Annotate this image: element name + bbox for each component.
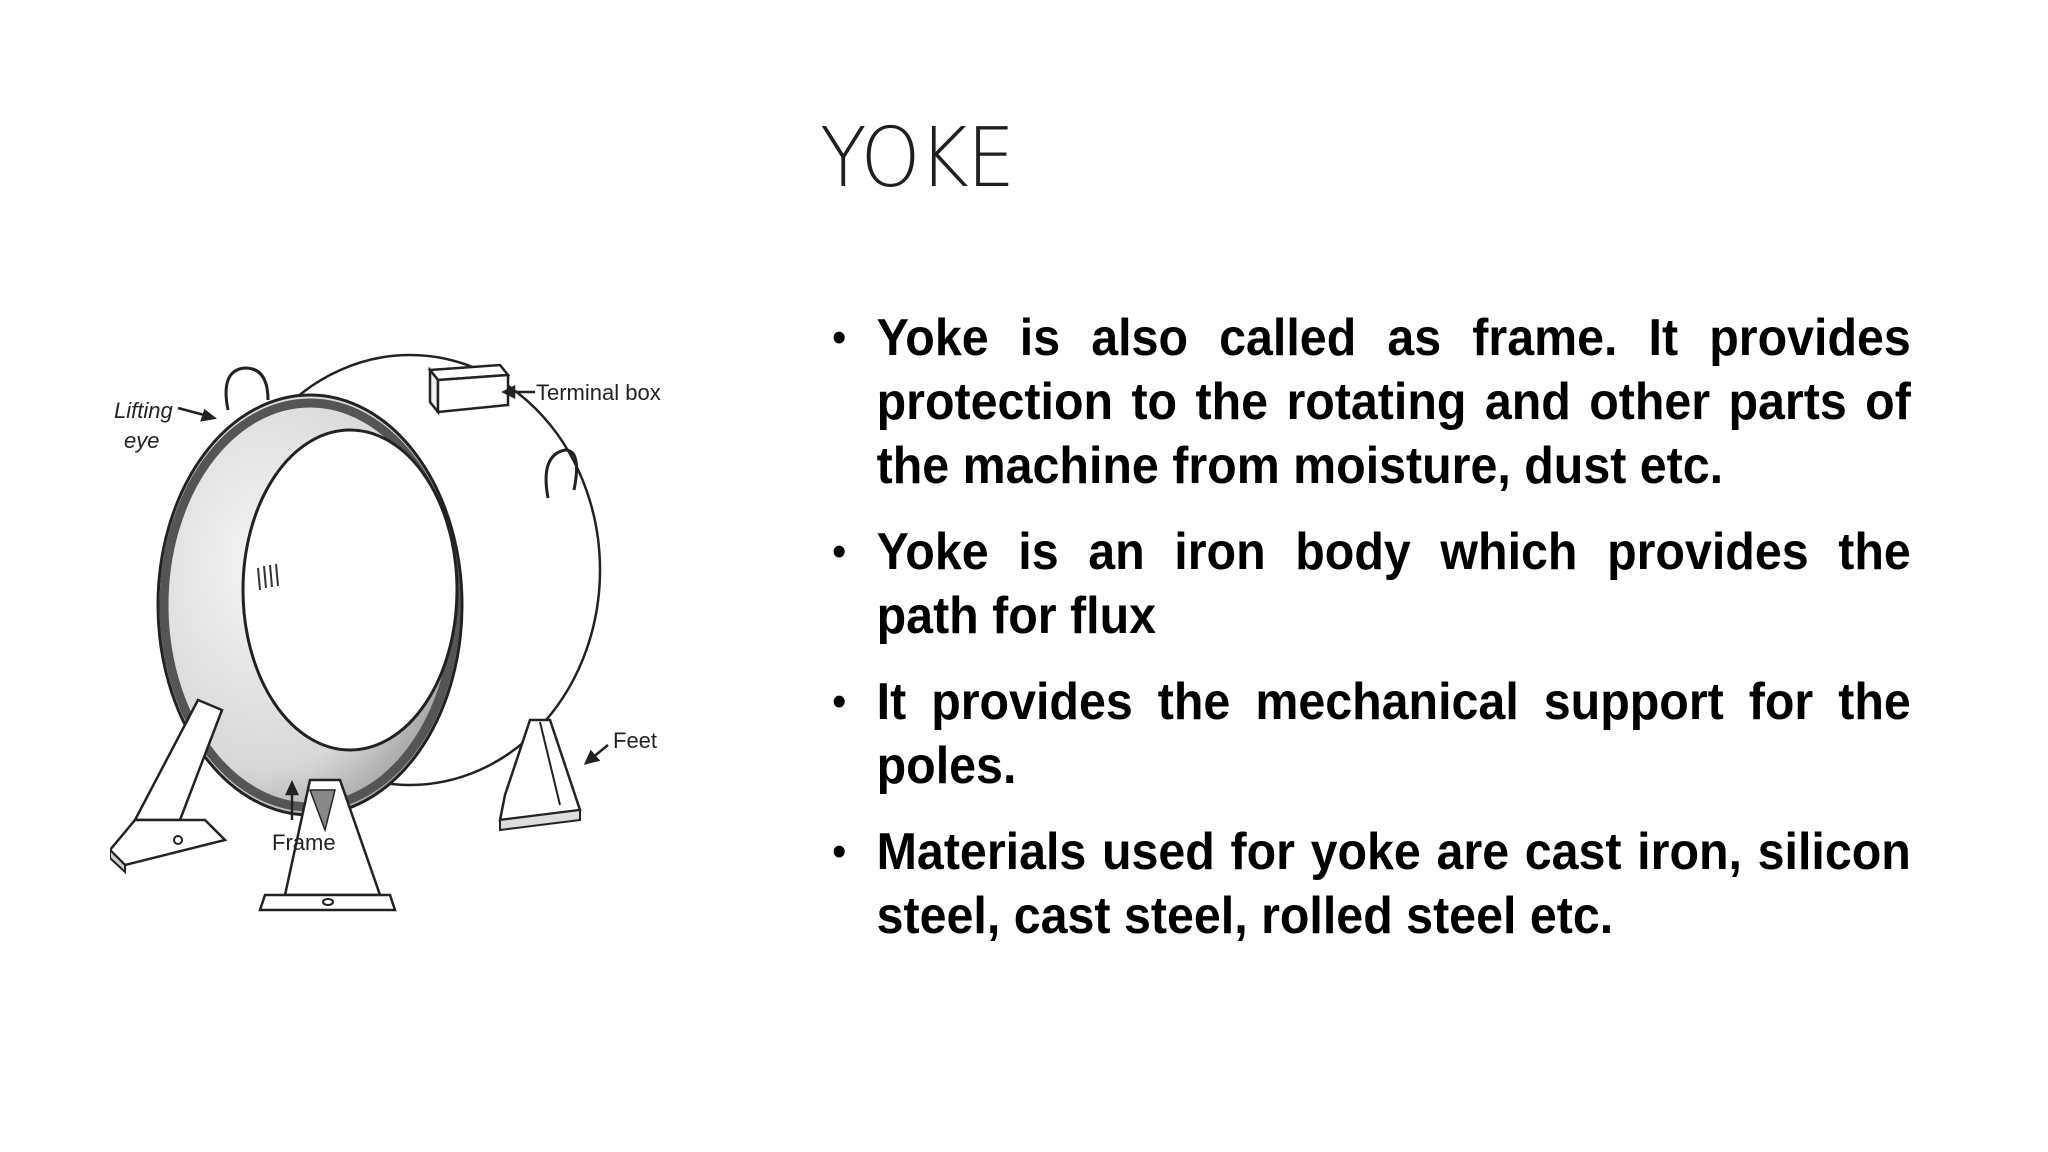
bullet-dot: •: [832, 827, 847, 876]
bullet-item: • It provides the mechanical support for…: [832, 670, 1911, 798]
label-terminal-box: Terminal box: [536, 380, 661, 405]
front-opening: [241, 428, 459, 752]
bullet-item: • Yoke is an iron body which provides th…: [832, 520, 1911, 648]
yoke-illustration: Lifting eye Terminal box Feet Frame: [110, 350, 680, 930]
yoke-drawing: Lifting eye Terminal box Feet Frame: [110, 353, 661, 912]
bullet-list: • Yoke is also called as frame. It provi…: [832, 306, 1912, 970]
bullet-dot: •: [832, 313, 847, 362]
front-lifting-eye: [224, 366, 270, 411]
annotation-arrows: [177, 384, 609, 820]
slide-title: YOKE: [820, 111, 1015, 206]
label-feet: Feet: [613, 728, 657, 753]
rear-foot: [498, 718, 582, 832]
bullet-text: Yoke is also called as frame. It provide…: [876, 309, 1911, 495]
hatch-marks: [257, 563, 279, 591]
rear-lifting-eye: [544, 448, 578, 499]
front-left-foot: [110, 698, 228, 875]
front-right-foot: [258, 778, 397, 912]
bullet-dot: •: [832, 677, 847, 726]
bullet-dot: •: [832, 527, 847, 576]
label-lifting-eye-2: eye: [124, 428, 159, 453]
bullet-text: Yoke is an iron body which provides the …: [876, 523, 1911, 645]
label-frame: Frame: [272, 830, 336, 855]
bullet-text: Materials used for yoke are cast iron, s…: [876, 823, 1911, 945]
bullet-item: • Yoke is also called as frame. It provi…: [832, 306, 1911, 498]
bullet-item: • Materials used for yoke are cast iron,…: [832, 820, 1911, 948]
label-lifting-eye: Lifting: [114, 398, 173, 423]
bullet-text: It provides the mechanical support for t…: [876, 673, 1911, 795]
terminal-box: [427, 363, 511, 416]
